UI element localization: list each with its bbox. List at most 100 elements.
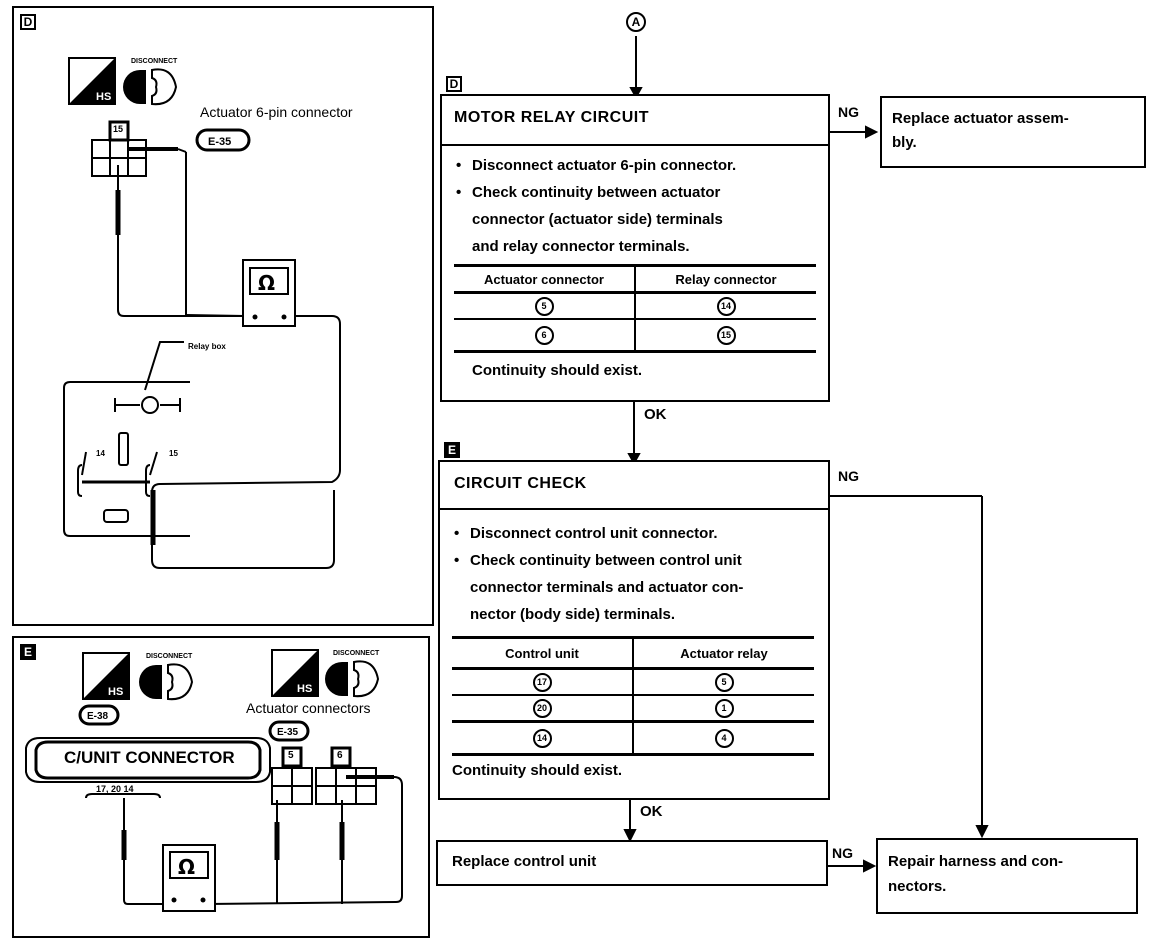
step-e-th-2: Actuator relay — [680, 645, 768, 661]
replace-control-unit-text: Replace control unit — [452, 853, 597, 870]
step-d-table-wrap: Actuator connector Relay connector 5 14 … — [454, 264, 816, 353]
step-tag-e: E — [444, 442, 460, 458]
cunit-connector-shape — [25, 737, 271, 905]
step-e-bullet-2: Check continuity between control unit — [452, 547, 820, 574]
replace-control-unit-box: Replace control unit — [436, 840, 828, 886]
svg-text:Ω: Ω — [178, 855, 195, 879]
svg-text:HS: HS — [108, 686, 123, 698]
step-d-cell: 5 — [454, 292, 636, 319]
svg-text:HS: HS — [96, 91, 111, 103]
svg-text:Ω: Ω — [258, 271, 275, 295]
step-d-cell: 6 — [454, 319, 636, 352]
repair-harness-line-1: Repair harness and con- — [888, 853, 1064, 870]
disconnect-connector-icon-e2: DISCONNECT — [325, 650, 380, 698]
conn-b-tag: 6 — [337, 750, 343, 761]
step-d-th-2: Relay connector — [675, 271, 777, 287]
pin-14-label: 14 — [96, 449, 105, 458]
marker-a: A — [626, 12, 646, 32]
pin-top-label: 15 — [113, 124, 124, 134]
terminal-number: 15 — [716, 325, 736, 345]
step-d-table: Actuator connector Relay connector 5 14 … — [454, 264, 816, 353]
connector-code-text: E-35 — [208, 136, 231, 148]
actuator-code-text: E-35 — [277, 727, 299, 738]
ohmmeter-icon: Ω — [242, 259, 296, 327]
terminal-number: 5 — [534, 296, 554, 316]
actuator-connectors-label: Actuator connectors — [246, 700, 371, 716]
step-e-title: CIRCUIT CHECK — [440, 462, 828, 510]
step-e-cell: 14 — [452, 721, 634, 755]
svg-text:DISCONNECT: DISCONNECT — [333, 650, 380, 657]
step-e-footer: Continuity should exist. — [452, 762, 623, 779]
step-d-cont-1: connector (actuator side) terminals — [472, 211, 723, 228]
step-d-box: MOTOR RELAY CIRCUIT Disconnect actuator … — [440, 94, 830, 402]
step-e-cell: 20 — [452, 695, 634, 722]
replace-actuator-box: Replace actuator assem- bly. — [880, 96, 1146, 168]
step-d-bullet-1: Disconnect actuator 6-pin connector. — [454, 152, 820, 179]
actuator-6pin-connector — [91, 120, 187, 315]
ohmmeter-icon-e: Ω — [162, 844, 216, 912]
terminal-number: 4 — [714, 728, 734, 748]
actuator-6pin-label: Actuator 6-pin connector — [200, 104, 353, 120]
repair-harness-line-2: nectors. — [888, 878, 947, 895]
terminal-number: 5 — [714, 672, 734, 692]
relay-box-label: Relay box — [188, 342, 226, 351]
harness-side-icon-e2: HS — [271, 649, 319, 697]
disconnect-connector-icon-e1: DISCONNECT — [139, 653, 194, 701]
step-d-ng-label: NG — [838, 104, 859, 120]
step-d-bullet-2: Check continuity between actuator — [454, 179, 820, 206]
conn-a-tag: 5 — [288, 750, 294, 761]
repair-harness-box: Repair harness and con- nectors. — [876, 838, 1138, 914]
flow-connectors — [623, 36, 989, 873]
actuator-connectors — [207, 746, 403, 905]
step-e-instructions: Disconnect control unit connector. Check… — [440, 510, 828, 628]
diagram-panel-e: E — [12, 636, 430, 938]
relay-box — [63, 341, 190, 545]
terminal-number: 20 — [532, 698, 552, 718]
step-e-ok-label: OK — [640, 803, 663, 820]
step-tag-d: D — [446, 76, 462, 92]
terminal-number: 6 — [534, 325, 554, 345]
step-d-cont-2: and relay connector terminals. — [472, 238, 690, 255]
svg-text:DISCONNECT: DISCONNECT — [146, 653, 193, 660]
actuator-code-badge — [268, 720, 310, 742]
step-e-ng-label: NG — [838, 468, 859, 484]
svg-text:DISCONNECT: DISCONNECT — [131, 58, 178, 65]
replace-actuator-line-2: bly. — [892, 134, 917, 151]
step-e-th-1: Control unit — [452, 637, 634, 669]
step-e-table: Control unit Actuator relay 17 5 20 1 14… — [452, 636, 814, 756]
step-d-instructions: Disconnect actuator 6-pin connector. Che… — [442, 146, 828, 260]
step-d-ok-label: OK — [644, 406, 667, 423]
terminal-number: 14 — [532, 728, 552, 748]
pin-15-label: 15 — [169, 449, 178, 458]
terminal-number: 14 — [716, 296, 736, 316]
step-e-cell: 17 — [452, 668, 634, 695]
replace-cu-ng-label: NG — [832, 845, 853, 861]
step-e-cont-1: connector terminals and actuator con- — [470, 579, 744, 596]
wire-lines — [117, 309, 341, 569]
panel-tag-e: E — [20, 644, 36, 660]
svg-text:HS: HS — [297, 683, 312, 695]
diagram-panel-d: D — [12, 6, 434, 626]
step-d-title: MOTOR RELAY CIRCUIT — [442, 96, 828, 146]
terminal-number: 1 — [714, 698, 734, 718]
cunit-code-text: E-38 — [87, 711, 109, 722]
step-d-footer: Continuity should exist. — [472, 362, 643, 379]
terminal-number: 17 — [532, 672, 552, 692]
cunit-connector-label: C/UNIT CONNECTOR — [64, 748, 235, 767]
cunit-code-badge — [78, 704, 120, 726]
step-e-cont-2: nector (body side) terminals. — [470, 606, 676, 623]
step-e-cell: 4 — [633, 722, 814, 755]
connector-code-badge — [195, 128, 251, 152]
panel-tag-d: D — [20, 14, 36, 30]
step-d-th-1: Actuator connector — [454, 265, 636, 293]
step-e-cell: 5 — [633, 669, 814, 696]
step-e-cell: 1 — [633, 695, 814, 722]
step-d-cell: 15 — [635, 319, 816, 352]
replace-actuator-line-1: Replace actuator assem- — [892, 110, 1069, 127]
step-d-cell: 14 — [635, 293, 816, 320]
cunit-pins-label: 17, 20 14 — [96, 784, 134, 794]
step-e-bullet-1: Disconnect control unit connector. — [452, 520, 820, 547]
harness-side-icon: HS — [68, 57, 116, 105]
step-e-box: CIRCUIT CHECK Disconnect control unit co… — [438, 460, 830, 800]
